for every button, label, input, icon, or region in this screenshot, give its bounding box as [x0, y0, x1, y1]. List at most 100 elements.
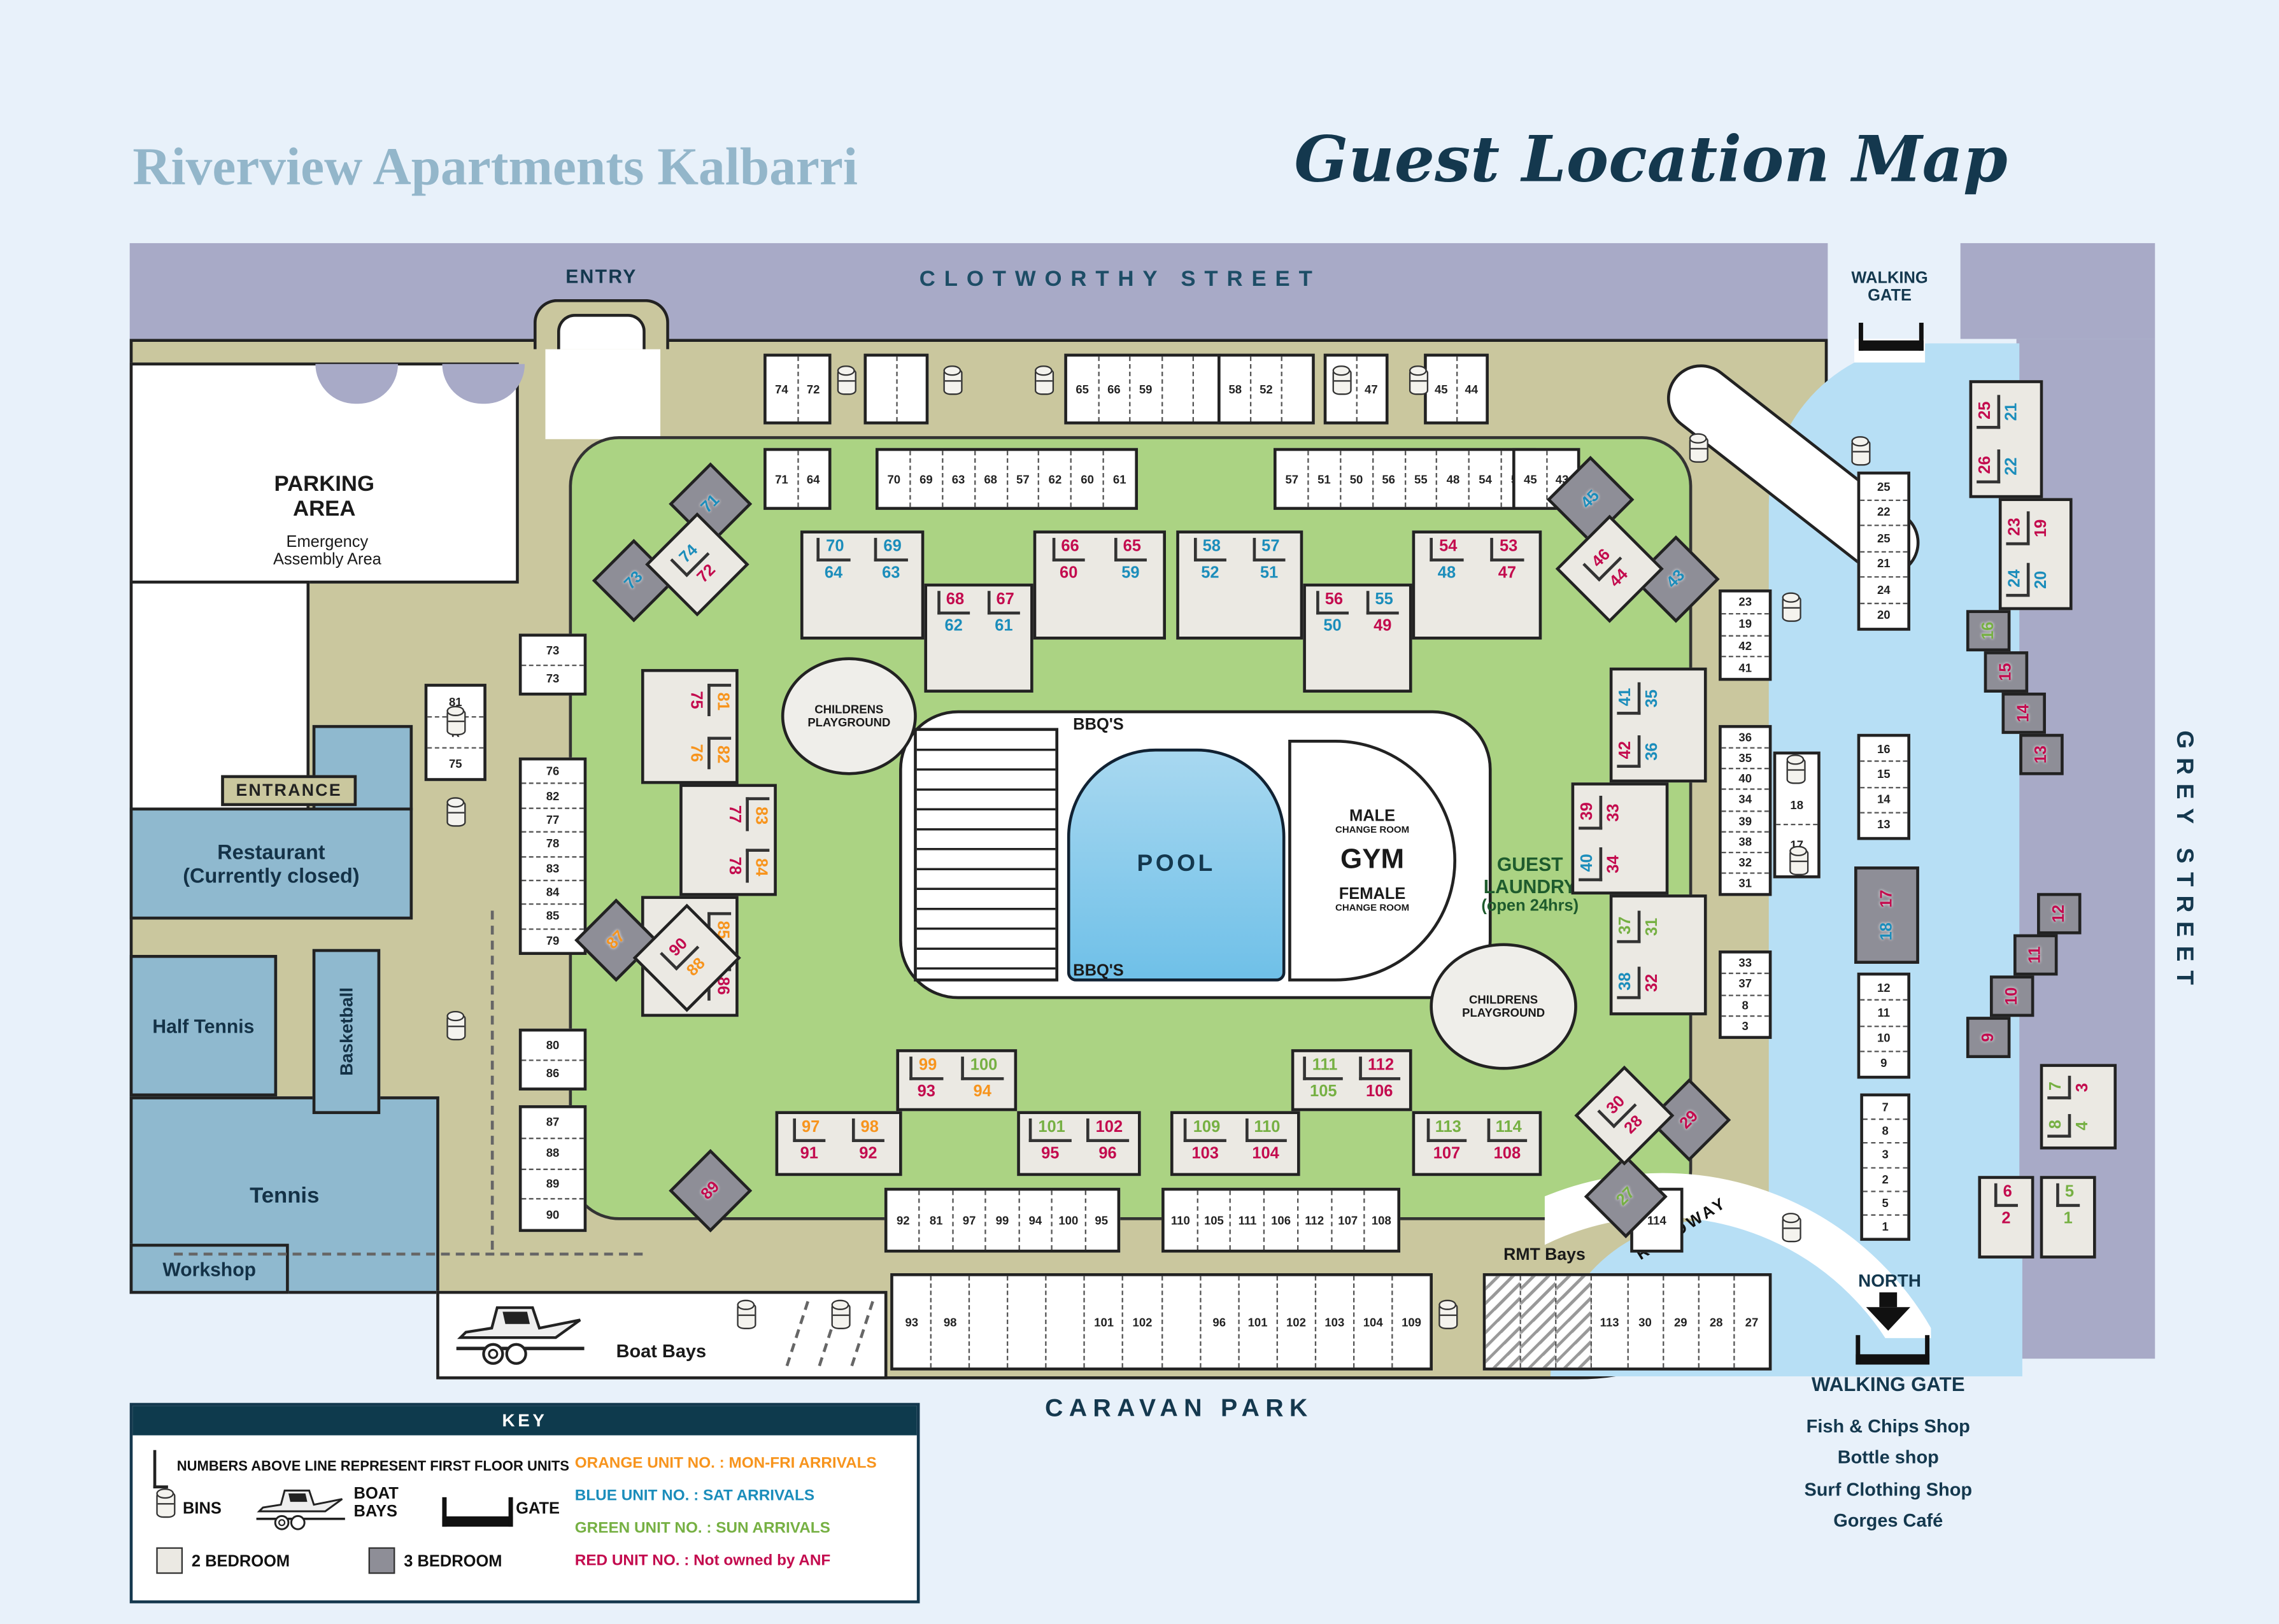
unit-23: 23	[2006, 512, 2030, 545]
unit-11: 11	[2026, 946, 2045, 964]
bay-number: 84	[546, 886, 560, 900]
half-tennis-label: Half Tennis	[152, 1014, 255, 1037]
entrance-label: ENTRANCE	[236, 782, 342, 800]
parking-bay-61: 61	[1104, 451, 1135, 507]
bay-number: 93	[905, 1315, 919, 1329]
clotworthy-street-label: CLOTWORTHY STREET	[919, 266, 1321, 292]
parking-bay-27: 27	[1735, 1276, 1769, 1368]
unit-97: 97	[793, 1118, 826, 1142]
unit-36: 36	[1644, 742, 1661, 761]
parking-bay-79: 79	[522, 929, 583, 952]
parking-bay-3: 3	[1863, 1144, 1908, 1168]
unit-58: 58	[1193, 537, 1227, 561]
bay-number: 55	[1414, 472, 1428, 486]
bay-number: 71	[775, 472, 788, 486]
bay-number: 9	[1880, 1057, 1887, 1071]
parking-bay-113: 113	[1593, 1276, 1628, 1368]
parking-bay-103: 103	[1316, 1276, 1355, 1368]
bay-number: 42	[1738, 639, 1752, 653]
parking-bay-54: 54	[1470, 451, 1503, 507]
bay-number: 101	[1247, 1315, 1268, 1329]
parking-bay-51: 51	[1309, 451, 1341, 507]
parking-bay-14: 14	[1860, 787, 1908, 814]
parking-bay-112: 112	[1298, 1190, 1332, 1250]
parking-bay-70: 70	[879, 451, 911, 507]
unit-18: 18	[1878, 922, 1896, 941]
bay-number: 81	[448, 695, 462, 709]
parking-bay-55: 55	[1405, 451, 1438, 507]
parking-bay-35: 35	[1721, 749, 1769, 770]
unit-29: 29	[1676, 1107, 1702, 1133]
unit-104: 104	[1252, 1145, 1279, 1163]
parking-bay-30: 30	[1628, 1276, 1664, 1368]
bay-number: 25	[1877, 480, 1891, 493]
parking-bay-66: 66	[1099, 357, 1131, 422]
bay-number: 81	[929, 1213, 943, 1227]
parking-bay-10: 10	[1860, 1026, 1908, 1052]
unit-15: 15	[1997, 663, 2015, 681]
bay-number: 50	[1349, 472, 1363, 486]
unit-1: 1	[2063, 1210, 2073, 1228]
parking-bay-106: 106	[1265, 1190, 1299, 1250]
parking-bay-39: 39	[1721, 811, 1769, 832]
bin-icon	[1789, 845, 1809, 875]
female-change-sub: CHANGE ROOM	[1335, 903, 1410, 914]
playground-west-label: CHILDRENS PLAYGROUND	[807, 703, 891, 730]
key-arrival-rule: BLUE UNIT NO. : SAT ARRIVALS	[574, 1486, 815, 1505]
bay-number: 100	[1058, 1213, 1079, 1227]
unit-106: 106	[1365, 1083, 1393, 1101]
unit-70: 70	[817, 537, 850, 561]
bay-number: 90	[546, 1208, 560, 1222]
basketball-court: Basketball	[312, 949, 381, 1114]
unit-22: 22	[2003, 457, 2021, 476]
parking-bay-69: 69	[911, 451, 943, 507]
bay-number: 13	[1877, 818, 1891, 832]
parking-bay-114: 114	[1633, 1190, 1680, 1250]
bay-number: 69	[919, 472, 933, 486]
key-bins-label: BINS	[183, 1500, 222, 1518]
bay-number: 11	[1877, 1006, 1891, 1020]
entry-label: ENTRY	[565, 265, 637, 288]
pool: POOL	[1067, 748, 1286, 982]
parking-bay-5: 5	[1863, 1192, 1908, 1216]
unit-4: 4	[2073, 1121, 2092, 1131]
parking-bay	[1162, 1276, 1201, 1368]
gray-unit-13: 13	[2019, 733, 2064, 775]
bay-number: 52	[1260, 382, 1273, 396]
parking-bay-98: 98	[932, 1276, 970, 1368]
restaurant: Restaurant (Currently closed)	[129, 807, 413, 920]
unit-41: 41	[1617, 682, 1641, 715]
gym-label: GYM	[1340, 844, 1405, 875]
bay-number: 21	[1877, 557, 1891, 571]
parking-bay-22: 22	[1860, 500, 1908, 526]
bay-number: 112	[1305, 1213, 1324, 1227]
unit-21: 21	[2003, 402, 2021, 421]
bay-number: 79	[546, 934, 560, 947]
parking-bay-15: 15	[1860, 762, 1908, 788]
two-bedroom-swatch	[156, 1547, 183, 1574]
bay-number: 5	[1882, 1196, 1889, 1210]
half-tennis-court: Half Tennis	[129, 954, 278, 1097]
unit-64: 64	[824, 564, 843, 583]
bay-number: 25	[1877, 532, 1891, 545]
bay-strip-rs3: 5751505655485453	[1273, 448, 1537, 510]
